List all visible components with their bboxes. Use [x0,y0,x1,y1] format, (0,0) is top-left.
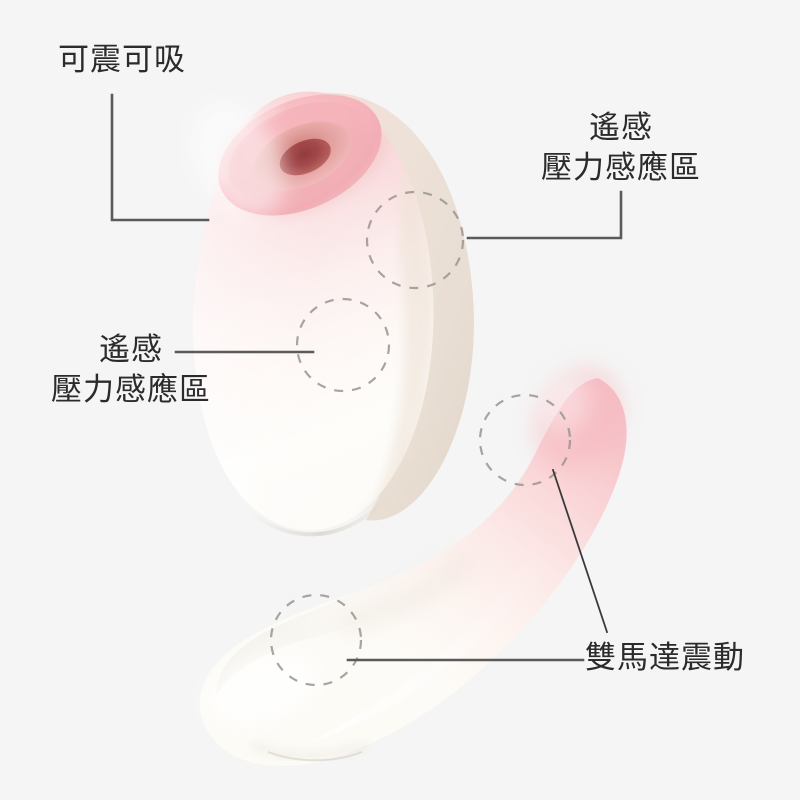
label-sensor-right: 遙感 壓力感應區 [533,108,709,188]
label-suction-line1: 可震可吸 [58,42,186,78]
label-suction: 可震可吸 [58,40,186,80]
label-sensor-right-line1: 遙感 [589,110,653,146]
label-sensor-left-line2: 壓力感應區 [51,372,211,408]
label-motor: 雙馬達震動 [585,638,745,678]
label-sensor-left: 遙感 壓力感應區 [36,330,226,410]
label-motor-line1: 雙馬達震動 [585,640,745,676]
label-sensor-left-line1: 遙感 [99,332,163,368]
label-sensor-right-line2: 壓力感應區 [541,150,701,186]
suction-unit [190,91,474,537]
